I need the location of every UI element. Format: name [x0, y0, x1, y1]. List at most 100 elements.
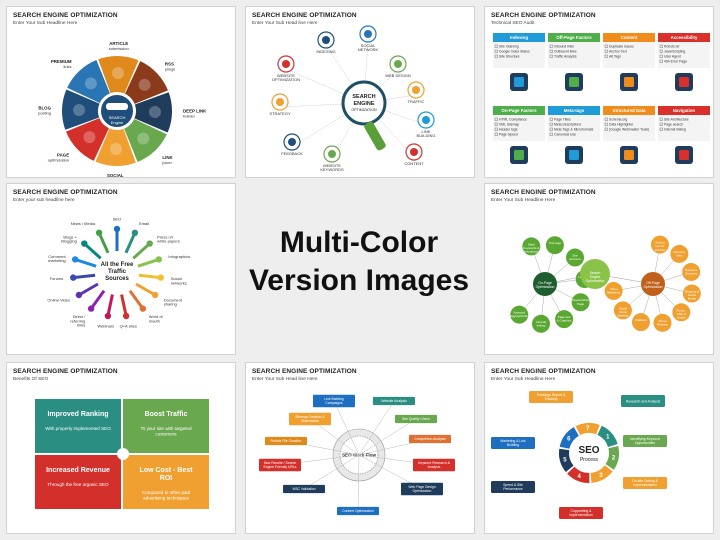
spoke	[128, 289, 145, 310]
audit-item: Site Structure	[499, 54, 520, 58]
spoke	[83, 242, 102, 260]
spoke-label: Infographics	[168, 254, 190, 259]
wheel-segment	[62, 89, 100, 130]
node-label: INDEXING	[316, 49, 335, 54]
spoke-label: Email	[139, 221, 149, 226]
step-box	[491, 437, 535, 449]
step-box	[623, 477, 667, 489]
slide-7-seo-workflow[interactable]: SEARCH ENGINE OPTIMIZATION Enter Your Su…	[245, 362, 475, 534]
audit-item: Canonical Use	[554, 132, 576, 136]
slide-2-seo-magnifier[interactable]: SEARCH ENGINE OPTIMIZATION Enter Your Su…	[245, 6, 475, 178]
checkbox-icon	[604, 44, 608, 48]
audit-header-label: Structured Data	[613, 108, 646, 113]
spoke	[120, 294, 128, 317]
step-number: 3	[599, 473, 603, 479]
audit-header-label: Indexing	[510, 35, 528, 40]
node-icon-dot	[322, 36, 330, 44]
onpage-bubble	[533, 272, 557, 296]
audit-icon-inner	[624, 77, 634, 87]
segment-name: RSS	[165, 62, 174, 67]
slide-subtitle: Enter Your Sub Headline Here	[13, 21, 78, 26]
wheel-segment	[98, 55, 139, 94]
slide-3-technical-audit[interactable]: SEARCH ENGINE OPTIMIZATION Technical SEO…	[484, 6, 714, 178]
connector	[357, 454, 360, 512]
audit-item: Google Index Status	[499, 49, 530, 53]
audit-header	[493, 106, 545, 115]
process-segment	[559, 427, 579, 449]
audit-item: 404 Error Page	[664, 59, 687, 63]
node-icon-dot	[410, 148, 418, 156]
spoke	[137, 257, 160, 268]
spoke-dot	[70, 274, 77, 281]
audit-item: Site Architecture	[664, 117, 689, 121]
audit-item: HTML Compliance	[499, 117, 527, 121]
spoke-dot	[151, 291, 159, 299]
process-hub-line1: SEO	[578, 445, 599, 456]
spoke	[74, 257, 97, 268]
segment-desc: posting	[38, 110, 51, 115]
slide-1-seo-wheel[interactable]: SEARCH ENGINE OPTIMIZATION Enter Your Su…	[6, 6, 236, 178]
slide-subtitle: Enter Your Sub Headline Here	[491, 377, 556, 382]
spoke	[73, 273, 96, 280]
magnifier-line1: SEARCH	[352, 94, 375, 100]
checkbox-icon	[494, 49, 498, 53]
audit-item: Traffic Analysis	[554, 54, 577, 58]
workflow-node	[409, 434, 451, 444]
checkbox-icon	[494, 44, 498, 48]
step-label: On-site Coding &Implementation	[632, 479, 659, 487]
audit-header-label: Navigation	[673, 108, 696, 113]
checkbox-icon	[549, 49, 553, 53]
connector	[363, 102, 415, 158]
workflow-node-label: Site Quality Check	[402, 417, 430, 421]
slide-title: SEARCH ENGINE OPTIMIZATION	[491, 12, 596, 19]
step-label: Copywriting &Implementation	[569, 509, 592, 517]
segment-name: LINK	[162, 155, 173, 160]
connector	[358, 400, 395, 456]
workflow-node-label: Sitemap Creation &Submission	[295, 415, 325, 423]
checkbox-icon	[549, 44, 553, 48]
benefit-head: Increased Revenue	[46, 467, 110, 474]
slide-4-traffic-sources[interactable]: SEARCH ENGINE OPTIMIZATION Enter your su…	[6, 183, 236, 355]
slide-8-seo-process[interactable]: SEARCH ENGINE OPTIMIZATION Enter Your Su…	[484, 362, 714, 534]
seo-wheel-diagram: SEARCH Engine BLOGpostingPREMIUMlinksART…	[38, 41, 207, 177]
workflow-node-label: Robots File Creation	[271, 439, 302, 443]
audit-list	[548, 42, 600, 68]
connector	[358, 418, 417, 456]
bubble-label: Forum,Chat &Article	[677, 308, 687, 319]
segment-name: ARTICLE	[109, 41, 128, 46]
node-icon-dot	[412, 86, 420, 94]
audit-icon-inner	[569, 77, 579, 87]
process-hub-line2: Process	[580, 457, 599, 463]
audit-list	[493, 115, 545, 141]
center-joint	[117, 448, 129, 460]
slide-5-bubble-map[interactable]: SEARCH ENGINE OPTIMIZATION Enter Your Su…	[484, 183, 714, 355]
slide-subtitle: Technical SEO Audit	[491, 21, 535, 26]
spoke-dot	[95, 229, 103, 237]
checkbox-icon	[659, 44, 663, 48]
segment-name: PREMIUM	[51, 59, 72, 64]
connector	[291, 102, 365, 148]
node-icon-dot	[288, 138, 296, 146]
wheel-segment	[66, 118, 109, 161]
segment-icon	[73, 104, 86, 117]
slide-subtitle: Enter Your Sub Head line Here	[252, 21, 318, 26]
hub-bubble	[580, 259, 610, 289]
wheel-segment	[95, 128, 136, 166]
topic-bubble	[682, 284, 701, 303]
slide-6-seo-benefits[interactable]: SEARCH ENGINE OPTIMIZATION Benefits Of S…	[6, 362, 236, 534]
audit-item: Anchor Text	[609, 49, 627, 53]
step-number: 4	[578, 474, 582, 480]
spoke-dot	[157, 274, 164, 281]
topic-bubble	[571, 293, 590, 312]
audit-icon-inner	[514, 77, 524, 87]
